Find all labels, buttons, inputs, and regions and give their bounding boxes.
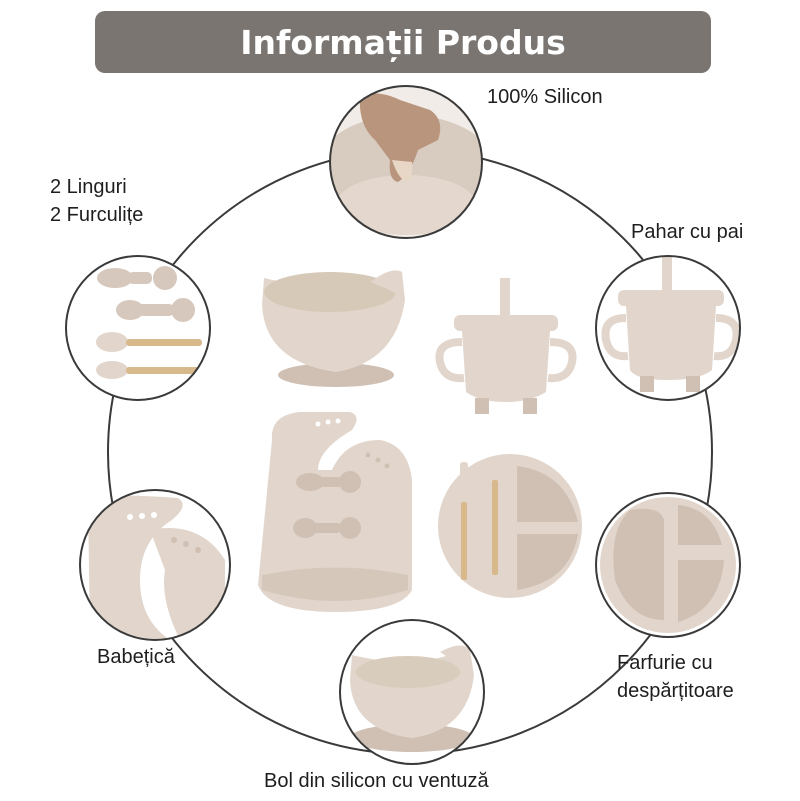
- cup-label: Pahar cu pai: [631, 221, 744, 243]
- spoons-label: 2 Linguri: [50, 176, 127, 198]
- title-banner: Informații Produs: [95, 11, 711, 73]
- cutlery-circle: [65, 255, 211, 401]
- cup-circle: [595, 255, 741, 401]
- silicon-label: 100% Silicon: [487, 86, 603, 108]
- bowl-circle: [339, 619, 485, 765]
- center-bowl: [262, 270, 405, 387]
- bib-label: Babețică: [97, 646, 175, 668]
- bib-circle: [79, 489, 231, 641]
- center-cup: [435, 278, 577, 414]
- center-bib: [258, 412, 412, 612]
- plate-label-line1: Farfurie cu: [617, 652, 713, 674]
- silicone-detail-circle: [329, 85, 483, 239]
- forks-label: 2 Furculițe: [50, 204, 144, 226]
- center-plate: [438, 454, 582, 598]
- page-title: Informații Produs: [240, 22, 566, 62]
- bowl-label: Bol din silicon cu ventuză: [264, 770, 489, 792]
- plate-label-line2: despărțitoare: [617, 680, 734, 702]
- plate-circle: [595, 492, 741, 638]
